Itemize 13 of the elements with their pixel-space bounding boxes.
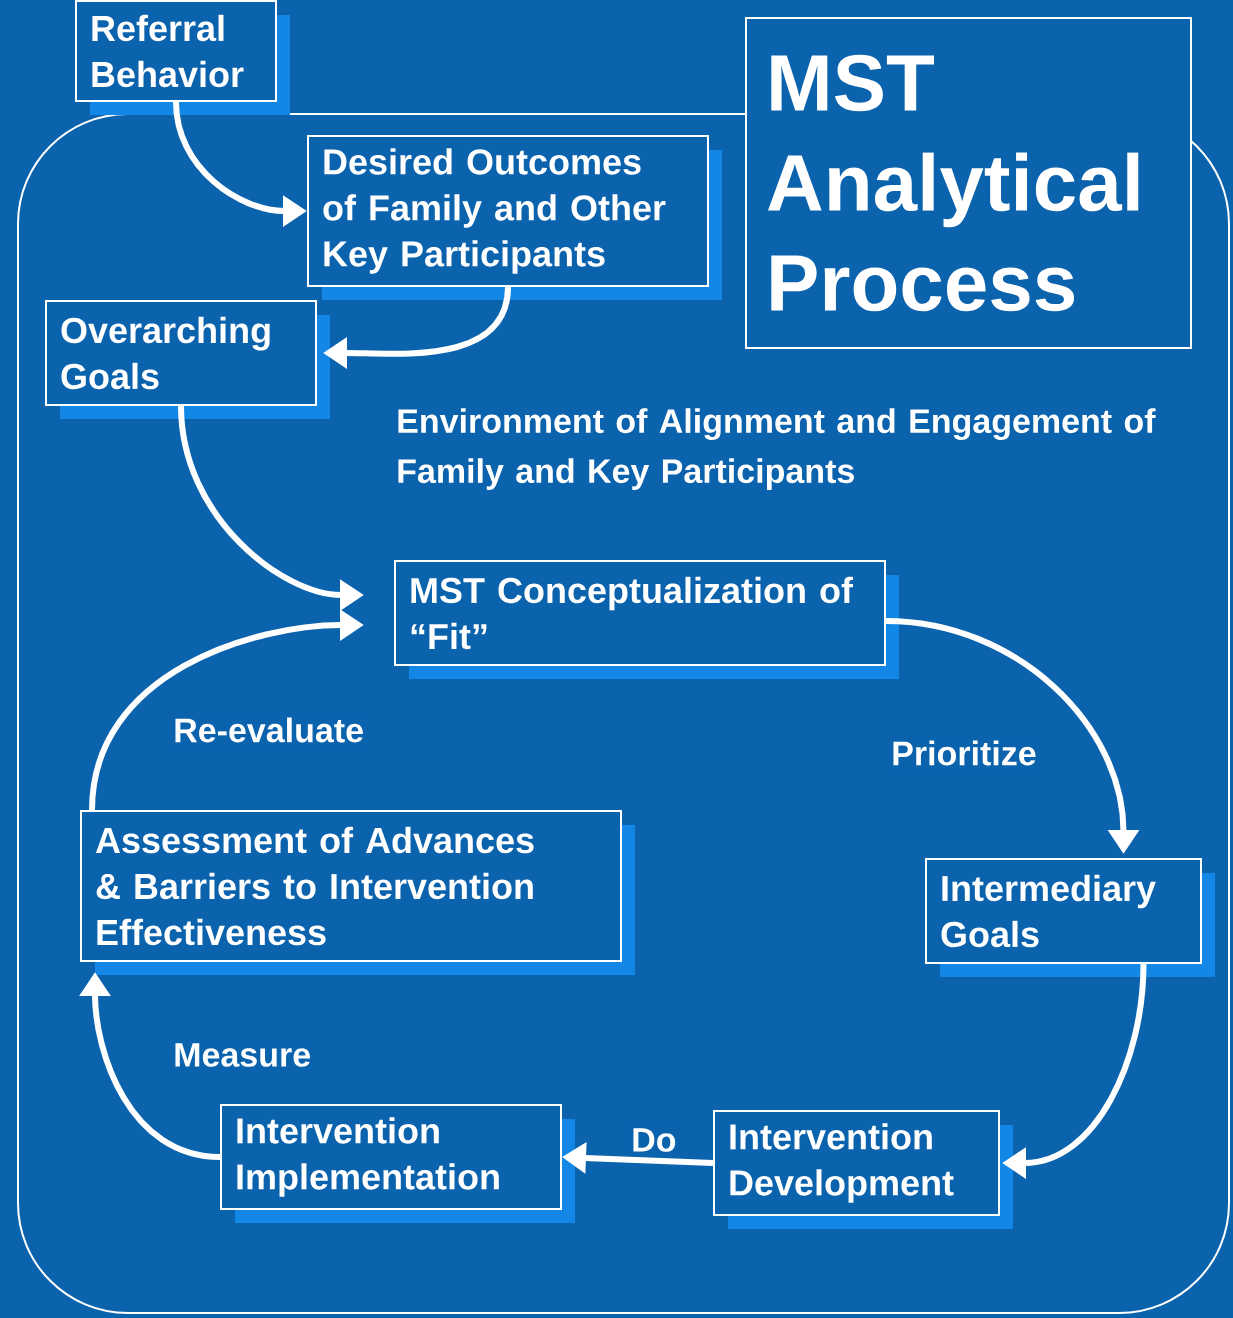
process-box: Assessment of Advances & Barriers to Intervention Effectiveness [80, 810, 635, 975]
process-box: Intervention Development [713, 1110, 1013, 1229]
edge-label: Prioritize [888, 737, 1040, 769]
process-box: Intervention Implementation [220, 1104, 575, 1223]
process-box: Referral Behavior [75, 0, 290, 115]
process-box: Intermediary Goals [925, 858, 1215, 977]
process-box: MST Conceptualization of “Fit” [394, 560, 899, 679]
process-box: Overarching Goals [45, 300, 330, 419]
edge-label: Do [628, 1125, 680, 1155]
title-box: MST Analytical Process [745, 17, 1192, 349]
edge-label: Measure [170, 1040, 315, 1070]
process-box: Desired Outcomes of Family and Other Key Participants [307, 135, 722, 300]
edge-label: Re-evaluate [170, 714, 368, 746]
